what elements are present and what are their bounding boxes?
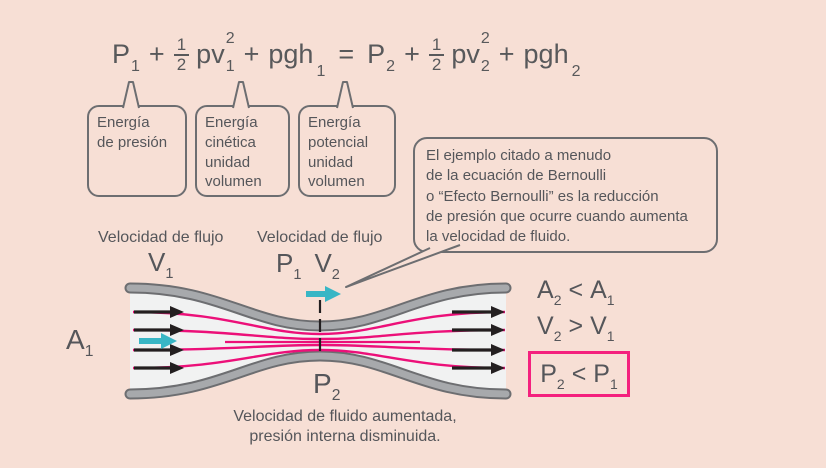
flow-arrowhead (491, 362, 505, 374)
flow-arrowhead (170, 306, 184, 318)
callout-pressure-energy: Energía de presión (87, 105, 187, 197)
plus-sign: + (243, 39, 260, 69)
p1-v2-label: P1 V2 (276, 248, 340, 283)
velocity-arrowhead-inlet (161, 333, 177, 349)
pressure-term-1: P1 (112, 39, 140, 75)
relation-velocity: V2>V1 (537, 312, 615, 344)
potential-term-1: pgh1 (268, 39, 326, 80)
v1-label: V1 (148, 247, 174, 282)
bubble-tail (345, 244, 461, 288)
pressure-term-2: P2 (367, 39, 396, 75)
relation-pressure: P2<P1 (540, 359, 618, 392)
tube-wall-bottom (126, 352, 510, 398)
equals-sign: = (338, 39, 355, 69)
flow-arrowhead (170, 344, 184, 356)
flow-velocity-label-right: Velocidad de flujo (257, 229, 383, 246)
p1-label: P1 (276, 248, 302, 283)
velocity-arrows (139, 286, 341, 349)
plus-sign: + (404, 39, 420, 69)
flow-arrowhead (491, 306, 505, 318)
relation-pressure-highlight-box: P2<P1 (528, 351, 630, 397)
flow-arrows-right (452, 306, 505, 374)
relation-area: A2<A1 (537, 276, 615, 308)
flow-velocity-label-left: Velocidad de flujo (98, 229, 224, 246)
flow-arrowhead (170, 324, 184, 336)
bernoulli-effect-note: El ejemplo citado a menudo de la ecuació… (413, 137, 718, 253)
p2-label: P2 (313, 368, 341, 404)
a1-label: A1 (66, 324, 94, 360)
callout-pointer-1 (122, 81, 140, 109)
flow-arrowhead (170, 362, 184, 374)
bottom-caption: Velocidad de fluido aumentada, presión i… (233, 408, 457, 445)
plus-sign: + (148, 39, 165, 69)
v2-label: V2 (314, 248, 340, 283)
flow-arrows-left (134, 306, 184, 374)
streamline (132, 310, 506, 336)
callout-pointer-3 (336, 81, 354, 109)
potential-term-2: pgh2 (523, 39, 581, 80)
plus-sign: + (498, 39, 515, 69)
flow-arrowhead (491, 324, 505, 336)
callout-pointer-2 (232, 81, 250, 109)
flow-arrowhead (491, 344, 505, 356)
velocity-arrowhead-throat (325, 286, 341, 302)
callout-potential-energy: Energía potencial unidad volumen (298, 105, 396, 197)
